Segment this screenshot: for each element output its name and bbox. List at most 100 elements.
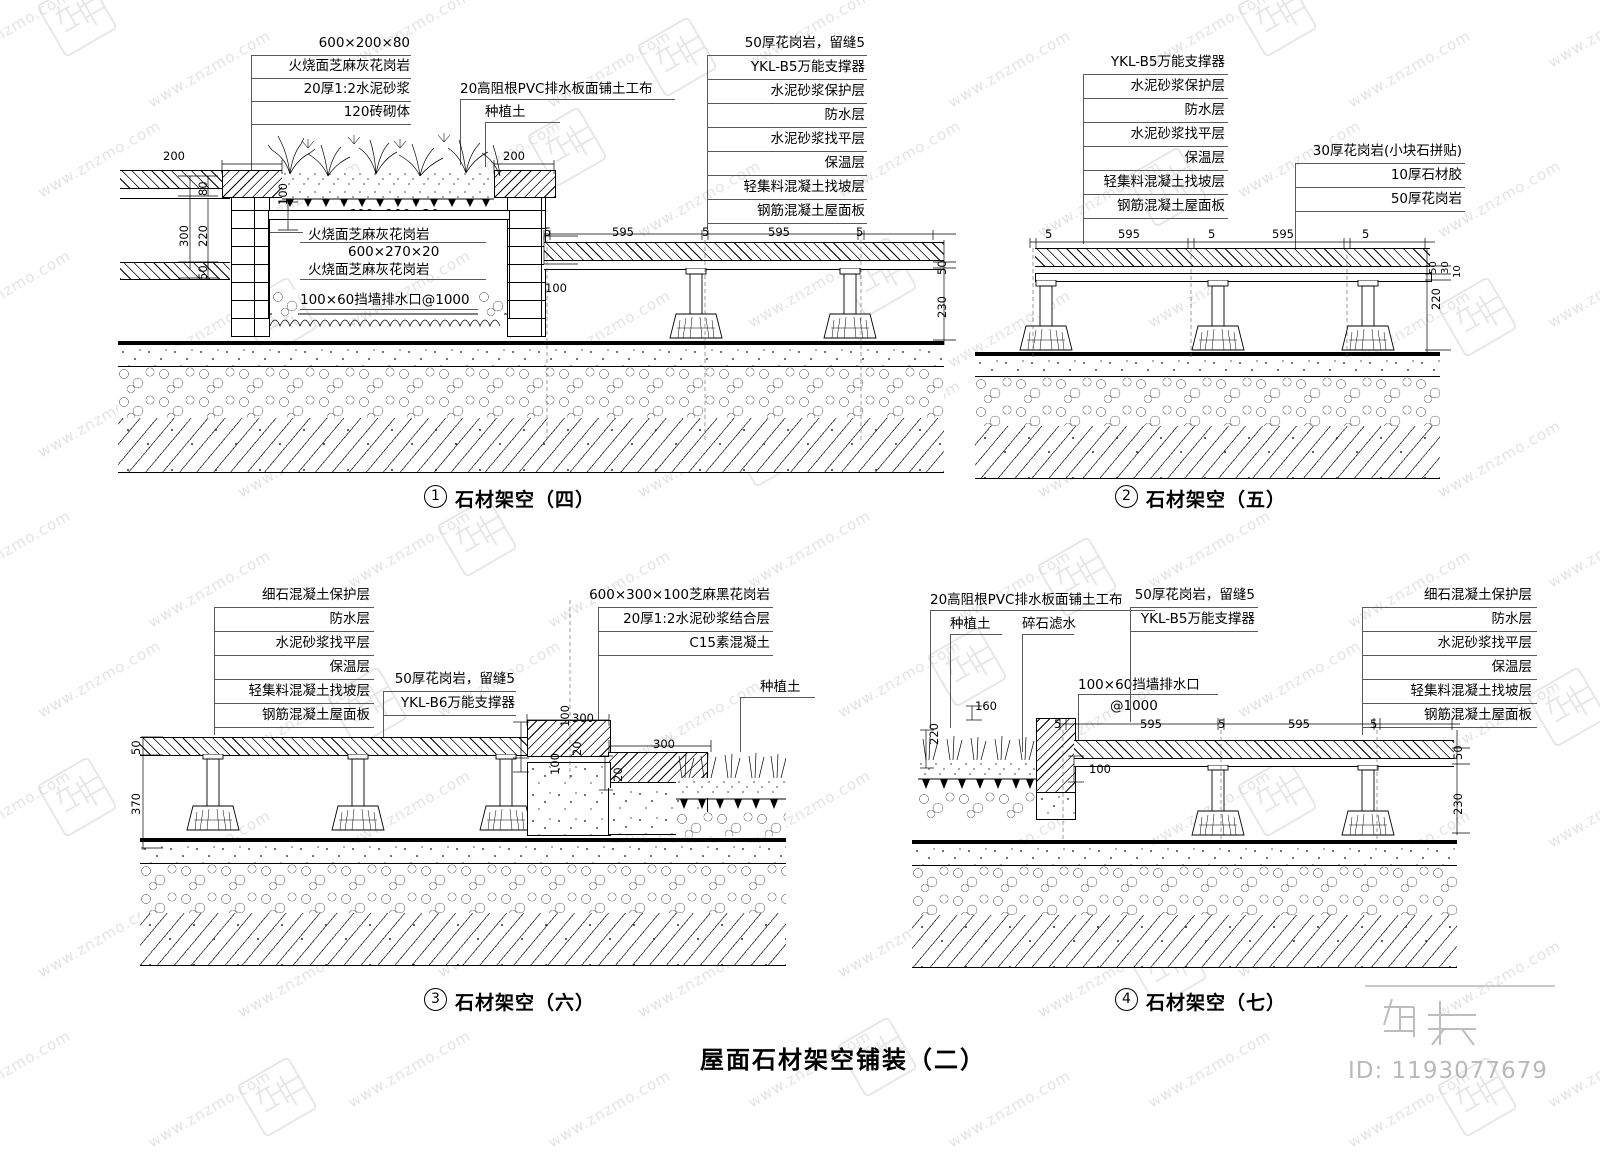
watermark-text: www.znzmo.com [544, 1066, 674, 1152]
p4-gravel-filter [918, 792, 1036, 818]
p2-lightweight-layer [975, 376, 1440, 428]
p1-dim-595-a: 595 [612, 225, 634, 239]
p1-inner-stone-band [268, 210, 510, 220]
p3-soil-label: 种植土 [760, 679, 801, 695]
drawing-id: ID: 1193077679 [1348, 1058, 1548, 1084]
p2-stack-label-2: 防水层 [1184, 102, 1226, 118]
p4-drainage-board [918, 778, 1036, 792]
p1-dim-200-right: 200 [503, 149, 525, 163]
p3-stack-label-5: 钢筋混凝土屋面板 [262, 707, 370, 723]
zhimo-logo [1370, 995, 1550, 1053]
p4-mortar [1074, 758, 1454, 767]
p2-right-label-1: 10厚石材胶 [1390, 167, 1462, 183]
watermark-text: www.znzmo.com [1544, 506, 1600, 592]
p2-stack-label-4: 保温层 [1184, 150, 1226, 166]
p3-stack-label-3: 保温层 [329, 659, 371, 675]
p1-cavity [268, 210, 510, 318]
watermark-text: www.znzmo.com [0, 506, 74, 592]
p4-dimension-lines [912, 690, 1472, 840]
p4-protect-layer [912, 845, 1457, 866]
watermark-text: www.znzmo.com [1434, 416, 1564, 502]
p3-protect-layer [140, 843, 786, 864]
p1-wall-label-3: 120砖砌体 [343, 104, 410, 120]
p1-planter-soil [282, 170, 494, 200]
watermark-text: www.znzmo.com [0, 766, 74, 852]
p1-stack-label-7: 钢筋混凝土屋面板 [757, 203, 865, 219]
p1-roof-slab [118, 418, 944, 473]
watermark-text: www.znzmo.com [344, 1026, 474, 1112]
p1-dim-200-left: 200 [163, 149, 185, 163]
p3-roof-slab [140, 913, 786, 966]
p1-inner-label-4: 100×60挡墙排水口@1000 [300, 292, 470, 308]
p2-protect-layer [975, 357, 1440, 377]
watermark-text: www.znzmo.com [0, 0, 74, 72]
p4-planting-soil [918, 760, 1036, 778]
p2-stack-label-6: 钢筋混凝土屋面板 [1117, 198, 1225, 214]
p1-stack-label-3: 防水层 [824, 107, 866, 123]
p2-stack-label-3: 水泥砂浆找平层 [1130, 126, 1226, 142]
p4-drain-label-1: @1000 [1110, 698, 1158, 714]
p3-gravel [676, 812, 786, 836]
p2-dim-5-a: 5 [1045, 227, 1053, 241]
p4-number: 4 [1115, 988, 1138, 1011]
p1-left-sub-slab [120, 262, 230, 280]
p1-wall-label-1: 火烧面芝麻灰花岗岩 [288, 58, 411, 74]
p4-drain-label-0: 100×60挡墙排水口 [1078, 677, 1200, 693]
p1-waterproof-line [118, 341, 944, 345]
p1-wall-label-0: 600×200×80 [318, 35, 410, 51]
p3-dim-300-b: 300 [653, 737, 675, 751]
p4-left-label-2: 碎石滤水 [1022, 616, 1076, 632]
p3-curb-stone-upper [527, 720, 611, 758]
p3-number: 3 [424, 988, 447, 1011]
p2-dim-595-b: 595 [1272, 227, 1294, 241]
p1-dim-5-a: 5 [544, 225, 552, 239]
logo-divider [1365, 985, 1555, 987]
watermark-text: www.znzmo.com [0, 1026, 74, 1112]
watermark-seal-icon [226, 1046, 327, 1147]
p4-pedestal-2 [1340, 765, 1396, 837]
p1-stack-label-4: 水泥砂浆找平层 [770, 131, 866, 147]
p4-left-label-0: 20高阻根PVC排水板面铺土工布 [930, 592, 1123, 608]
watermark-text: www.znzmo.com [144, 1066, 274, 1152]
p1-stack-label-5: 保温层 [824, 155, 866, 171]
watermark-text: www.znzmo.com [344, 506, 474, 592]
p2-stone-band [1035, 273, 1432, 282]
p3-mid-label-1: YKL-B6万能支撑器 [400, 695, 515, 711]
watermark-text: www.znzmo.com [944, 1066, 1074, 1152]
p4-stack-label-5: 钢筋混凝土屋面板 [1424, 707, 1532, 723]
watermark-seal-icon [1226, 0, 1327, 68]
p1-gravel-left [272, 290, 298, 316]
p4-roof-slab [912, 915, 1457, 968]
p1-brick-wall-right [507, 195, 546, 337]
p2-dim-5-b: 5 [1208, 227, 1216, 241]
watermark-text: www.znzmo.com [1544, 246, 1600, 332]
p2-stack-label-5: 轻集料混凝土找坡层 [1103, 174, 1226, 190]
p3-mid-label-0: 50厚花岗岩，留缝5 [394, 671, 515, 687]
p2-pedestal-2 [1190, 280, 1246, 352]
p1-dim-100-wall: 100 [545, 281, 567, 295]
p4-stack-label-4: 轻集料混凝土找坡层 [1410, 683, 1533, 699]
p4-wall-footing [1036, 792, 1076, 820]
p4-lightweight-layer [912, 865, 1457, 917]
p2-number: 2 [1115, 485, 1138, 508]
p4-paving [1074, 740, 1454, 760]
p4-stack-label-1: 防水层 [1491, 611, 1533, 627]
watermark-seal-icon [26, 746, 127, 847]
watermark-text: www.znzmo.com [1144, 1026, 1274, 1112]
p3-lightweight-layer [140, 863, 786, 915]
p1-stack-label-6: 轻集料混凝土找坡层 [743, 179, 866, 195]
p2-right-label-0: 30厚花岗岩(小块石拼贴) [1312, 143, 1462, 159]
p4-title: 石材架空（七） [1146, 992, 1287, 1014]
p1-cap-stone-left [222, 170, 284, 198]
p3-stack-label-0: 细石混凝土保护层 [262, 587, 370, 603]
p2-waterproof-line [975, 352, 1440, 356]
p3-pedestal-1 [185, 754, 241, 832]
p4-mid-label-1: YKL-B5万能支撑器 [1140, 611, 1255, 627]
p3-stack-label-2: 水泥砂浆找平层 [275, 635, 371, 651]
p3-pedestal-3 [478, 754, 534, 832]
p1-pedestal-2 [822, 268, 878, 340]
p4-dim-100: 100 [1089, 762, 1111, 776]
p1-lightweight-layer [118, 366, 944, 420]
p1-cap-stone-right [494, 170, 556, 198]
